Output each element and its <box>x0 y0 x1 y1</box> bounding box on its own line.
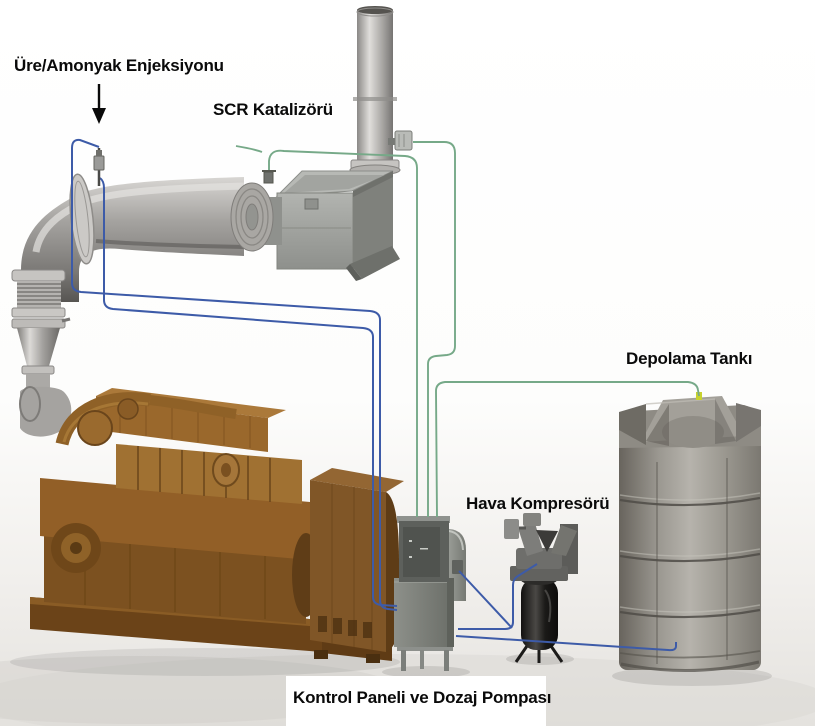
label-scr-catalyst: SCR Katalizörü <box>213 100 333 119</box>
air-lines <box>235 141 700 518</box>
injection-valve-fitting <box>262 170 276 184</box>
compressor-air-hose <box>458 563 538 630</box>
air-compressor <box>504 513 578 665</box>
diesel-engine-generator <box>10 388 404 676</box>
caption-background <box>286 676 546 726</box>
label-storage-tank: Depolama Tankı <box>626 349 753 368</box>
inlet-bellows <box>230 182 282 252</box>
label-air-compressor: Hava Kompresörü <box>466 494 610 513</box>
stack-sensor <box>388 130 413 151</box>
air-line-tank <box>435 381 700 518</box>
air-line-sensor <box>413 141 456 517</box>
tank-suction-hose <box>455 635 677 652</box>
down-arrow-icon <box>92 84 106 124</box>
dosing-line-return <box>99 177 398 607</box>
air-line-injection <box>235 145 418 517</box>
label-control-panel-dosing-pump: Kontrol Paneli ve Dozaj Pompası <box>293 688 552 707</box>
exhaust-pipe <box>11 173 245 437</box>
urea-storage-tank <box>612 392 772 686</box>
dosing-lines <box>71 138 677 652</box>
scr-catalyst-housing <box>275 170 400 281</box>
label-urea-ammonia-injection: Üre/Amonyak Enjeksiyonu <box>14 56 224 75</box>
control-panel-dosing-pump <box>382 516 470 678</box>
urea-injector <box>93 148 105 186</box>
exhaust-stack <box>349 6 401 176</box>
